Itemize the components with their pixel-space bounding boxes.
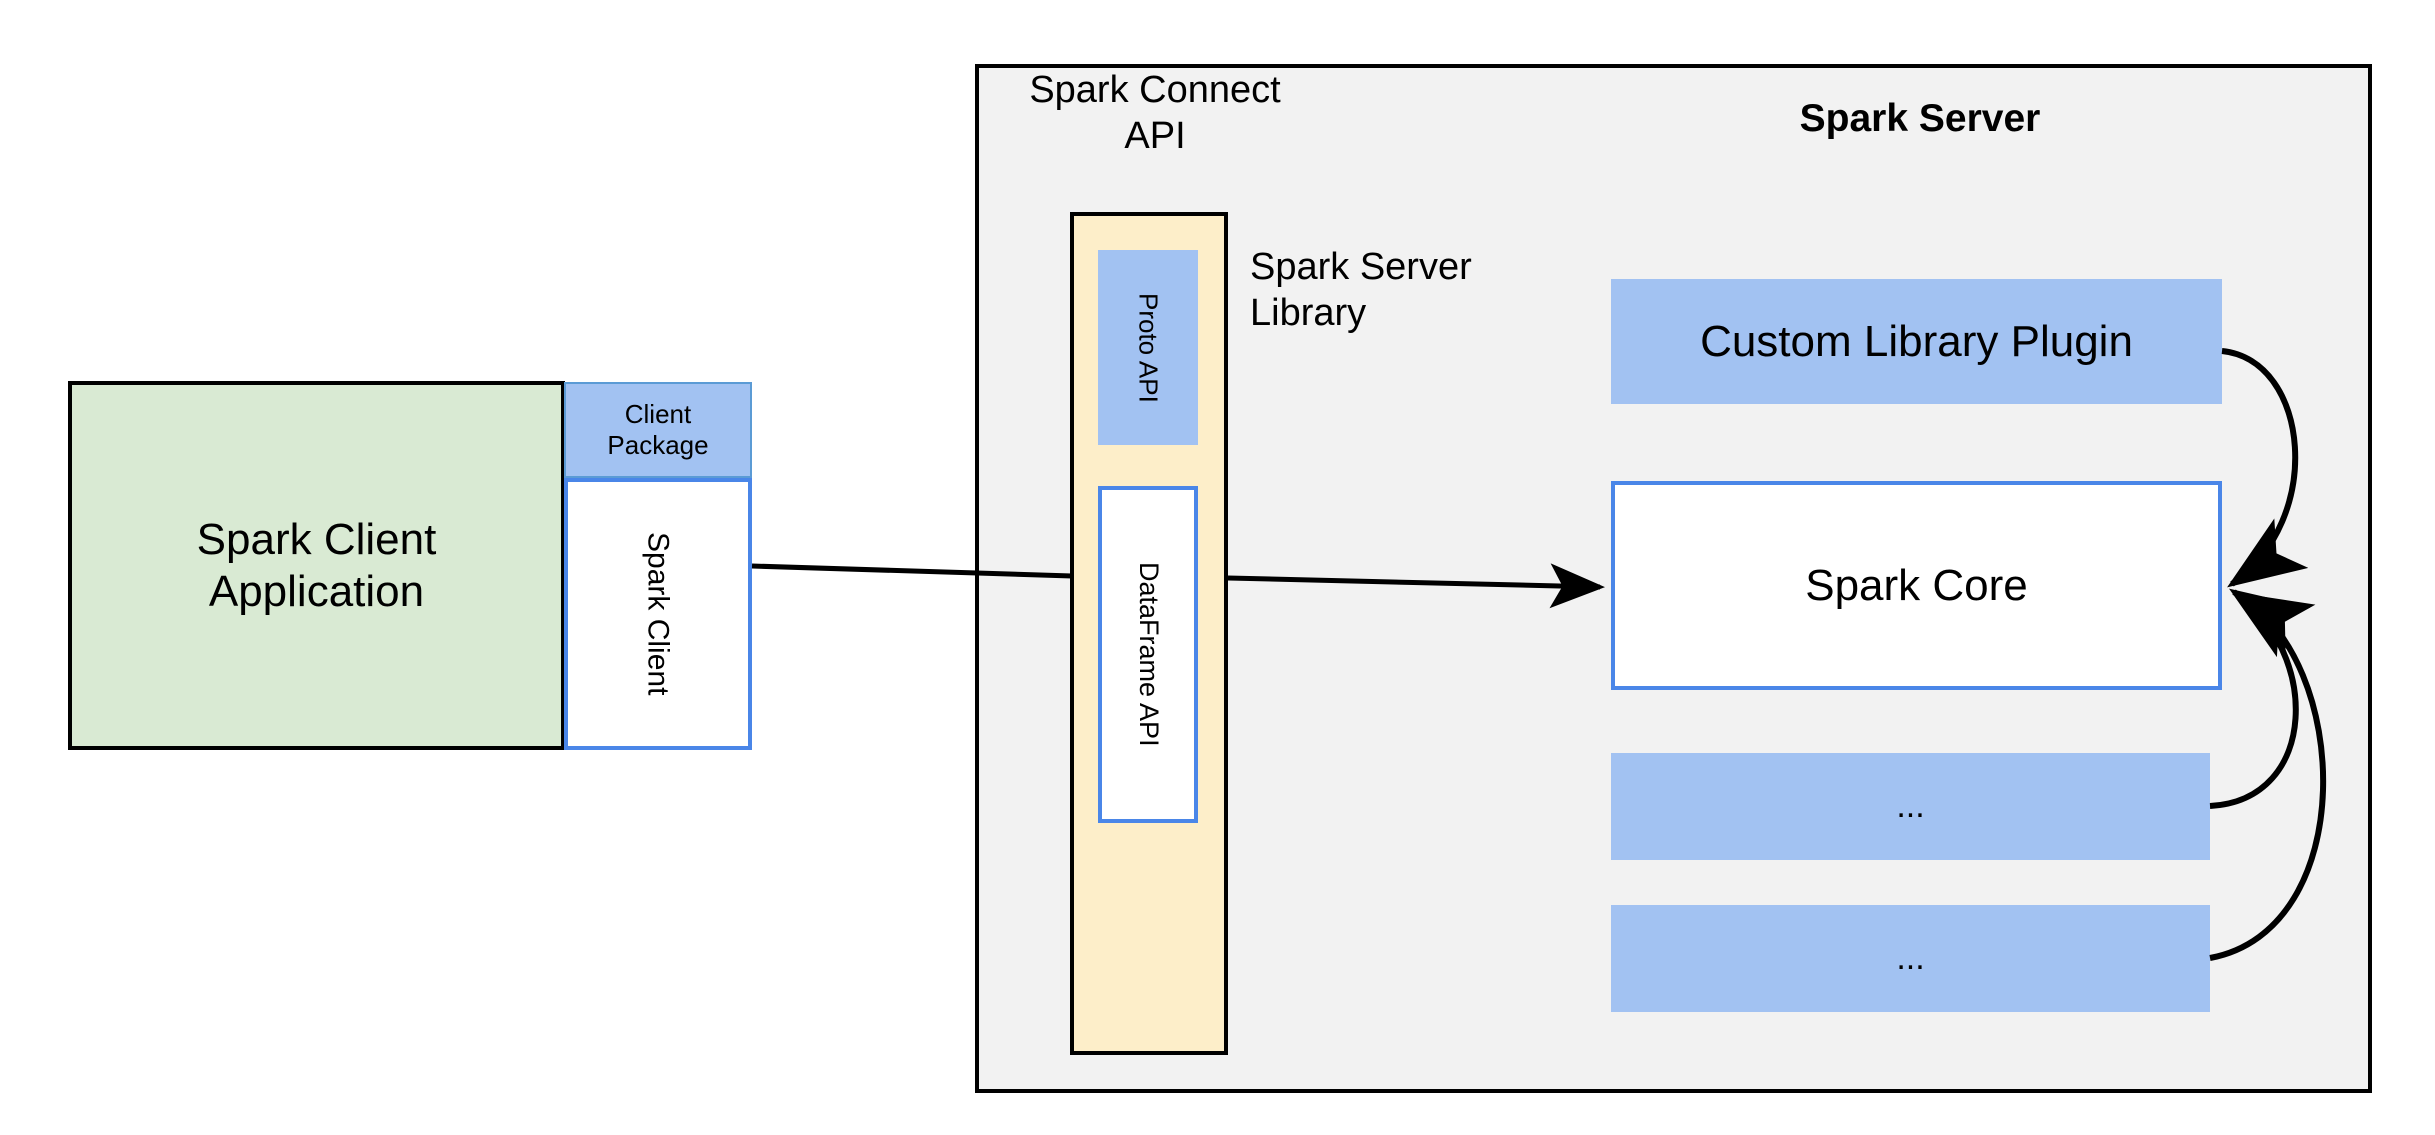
dataframe-api-box[interactable]: DataFrame API — [1098, 486, 1198, 823]
server-component-placeholder-1[interactable]: ... — [1611, 753, 2210, 860]
server-component-placeholder-1-label: ... — [1896, 787, 1925, 826]
spark-core-label: Spark Core — [1805, 560, 2028, 610]
spark-client-application-box[interactable]: Spark Client Application — [68, 381, 565, 750]
spark-client-box[interactable]: Spark Client — [564, 478, 752, 750]
spark-core-box[interactable]: Spark Core — [1611, 481, 2222, 690]
proto-api-box[interactable]: Proto API — [1098, 250, 1198, 445]
custom-library-plugin-box[interactable]: Custom Library Plugin — [1611, 279, 2222, 404]
client-package-box[interactable]: Client Package — [564, 382, 752, 478]
spark-client-application-label: Spark Client Application — [196, 514, 437, 616]
spark-connect-api-label: Spark Connect API — [1029, 69, 1281, 157]
spark-server-library-label: Spark Server Library — [1250, 246, 1472, 334]
client-package-label: Client Package — [607, 399, 709, 460]
proto-api-label: Proto API — [1133, 292, 1164, 403]
server-component-placeholder-2[interactable]: ... — [1611, 905, 2210, 1012]
custom-library-plugin-label: Custom Library Plugin — [1700, 316, 2133, 366]
server-component-placeholder-2-label: ... — [1896, 939, 1925, 978]
dataframe-api-label: DataFrame API — [1133, 562, 1164, 747]
spark-client-label: Spark Client — [641, 532, 675, 696]
spark-server-title: Spark Server — [1799, 97, 2041, 140]
